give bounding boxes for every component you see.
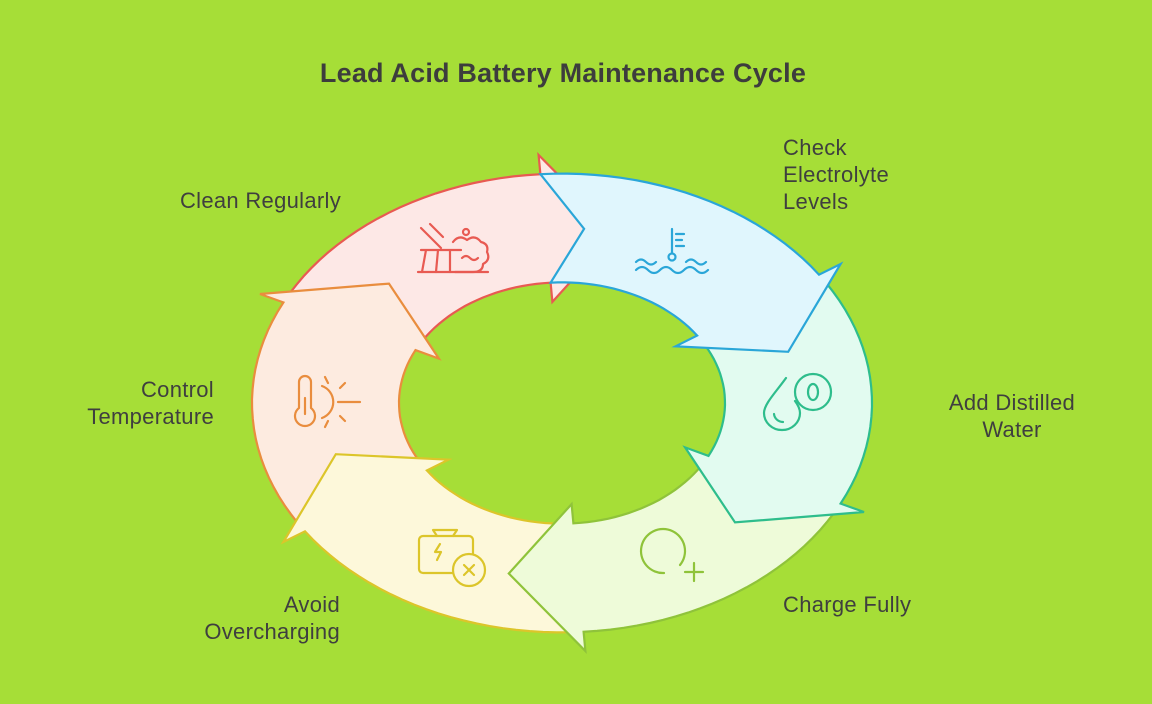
battery-cancel-icon (417, 528, 487, 588)
step-label-clean-regularly: Clean Regularly (179, 188, 341, 213)
thermometer-water-icon (634, 227, 710, 275)
step-label-charge-fully: Charge Fully (783, 592, 912, 617)
thermometer-sun-icon (293, 374, 362, 429)
step-label-avoid-overcharging: Avoid Overcharging (204, 592, 340, 644)
charge-plus-icon (639, 527, 705, 583)
diagram-title: Lead Acid Battery Maintenance Cycle (319, 58, 807, 88)
step-label-check-electrolyte: Check Electrolyte Levels (783, 135, 890, 214)
segment-avoid-overcharging (280, 453, 586, 634)
cleaning-brush-icon (416, 222, 490, 274)
cycle-icons (293, 222, 833, 588)
segment-check-electrolyte (538, 172, 844, 353)
water-drop-icon (762, 372, 833, 432)
step-label-add-distilled-water: Add Distilled Water (948, 390, 1076, 442)
step-label-control-temperature: Control Temperature (87, 377, 214, 429)
